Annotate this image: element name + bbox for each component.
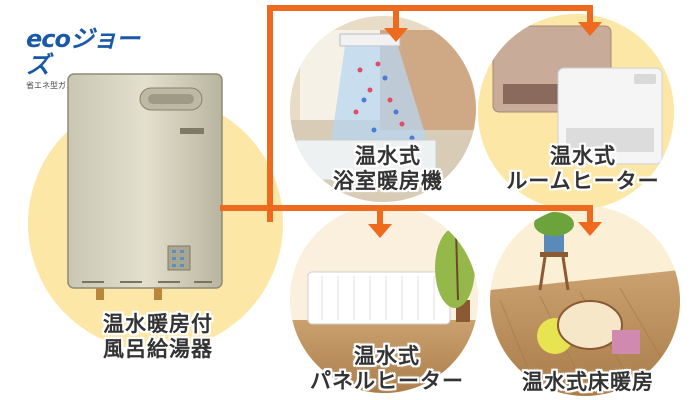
room-heater-illustration bbox=[478, 14, 674, 210]
water-heater-unit bbox=[67, 73, 223, 300]
bathroom-dryer-line1: 温水式 bbox=[355, 144, 421, 168]
arrow-heads bbox=[368, 22, 602, 238]
bathroom-dryer-line2: 浴室暖房機 bbox=[333, 169, 443, 193]
pipe-arrows bbox=[220, 5, 593, 226]
source-label: 温水暖房付 風呂給湯器 bbox=[78, 312, 238, 362]
source-label-line1: 温水暖房付 bbox=[103, 312, 213, 336]
arrow-to-bathroom-dryer bbox=[384, 28, 408, 42]
panel-heater-line2: パネルヒーター bbox=[310, 369, 464, 393]
arrow-to-panel-heater bbox=[368, 224, 392, 238]
bathroom-dryer-label: 温水式 浴室暖房機 bbox=[318, 144, 458, 194]
panel-heater-label: 温水式 パネルヒーター bbox=[302, 344, 472, 394]
arrow-to-room-heater bbox=[578, 22, 602, 36]
room-heater-line2: ルームヒーター bbox=[506, 169, 660, 193]
floor-heating-label: 温水式床暖房 bbox=[498, 370, 678, 395]
room-heater-line1: 温水式 bbox=[550, 144, 616, 168]
panel-heater-line1: 温水式 bbox=[354, 344, 420, 368]
arrow-to-floor-heating bbox=[578, 222, 602, 236]
room-heater-label: 温水式 ルームヒーター bbox=[498, 144, 668, 194]
floor-heating-line1: 温水式床暖房 bbox=[522, 370, 654, 394]
logo-brand: ecoジョーズ bbox=[26, 25, 140, 79]
source-label-line2: 風呂給湯器 bbox=[103, 337, 213, 361]
